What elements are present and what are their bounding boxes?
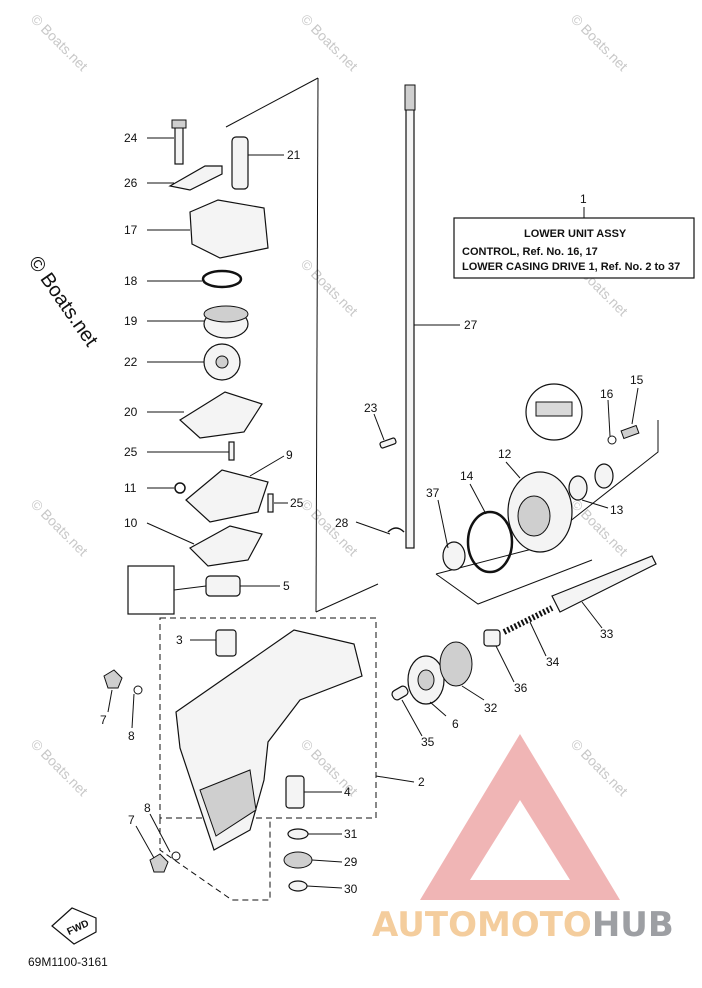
callout: 29 [344, 855, 358, 869]
callout: 18 [124, 274, 138, 288]
leader-lines [107, 137, 639, 889]
callout: 6 [452, 717, 459, 731]
callout: 19 [124, 314, 138, 328]
callout: 17 [124, 223, 138, 237]
watermark: © Boats.net [298, 496, 361, 559]
callout: 2 [418, 775, 425, 789]
driveshaft-group [225, 77, 460, 613]
callout: 20 [124, 405, 138, 419]
watermark: © Boats.net [28, 496, 91, 559]
assembly-info-box: 1 LOWER UNIT ASSY CONTROL, Ref. No. 16, … [453, 192, 695, 279]
callout: 23 [364, 401, 378, 415]
callout: 25 [124, 445, 138, 459]
watermark: © Boats.net [298, 11, 361, 74]
callout: 14 [460, 469, 474, 483]
assembly-line-2: LOWER CASING DRIVE 1, Ref. No. 2 to 37 [462, 261, 680, 273]
pump-parts [127, 119, 274, 657]
watermark: © Boats.net [28, 11, 91, 74]
callout: 10 [124, 516, 138, 530]
callout: 30 [344, 882, 358, 896]
fwd-arrow-icon: FWD [51, 907, 97, 945]
callout: 32 [484, 701, 498, 715]
callout: 9 [286, 448, 293, 462]
watermark: © Boats.net [568, 736, 631, 799]
logo-text-primary: AUTOMOTOHUB [372, 905, 674, 945]
callout: 36 [514, 681, 528, 695]
callout: 35 [421, 735, 435, 749]
assembly-line-1: CONTROL, Ref. No. 16, 17 [462, 246, 598, 258]
assembly-title: LOWER UNIT ASSY [524, 228, 627, 240]
callout-1: 1 [580, 192, 587, 206]
callouts: 24 21 26 17 18 19 22 20 25 9 11 25 10 5 … [100, 131, 644, 896]
callout: 25 [290, 496, 304, 510]
callout: 22 [124, 355, 138, 369]
callout: 11 [124, 481, 137, 495]
watermark: © Boats.net [298, 256, 361, 319]
callout: 8 [128, 729, 135, 743]
callout: 4 [344, 785, 351, 799]
callout: 31 [344, 827, 358, 841]
callout: 15 [630, 373, 644, 387]
callout: 12 [498, 447, 512, 461]
callout: 33 [600, 627, 614, 641]
logo-part2: HUB [592, 905, 674, 945]
watermark: © Boats.net [28, 736, 91, 799]
callout: 21 [287, 148, 301, 162]
callout: 37 [426, 486, 440, 500]
callout: 7 [128, 813, 135, 827]
callout: 7 [100, 713, 107, 727]
callout: 26 [124, 176, 138, 190]
automotohub-logo: AUTOMOTOHUB [372, 734, 674, 945]
callout: 5 [283, 579, 290, 593]
callout: 24 [124, 131, 138, 145]
callout: 13 [610, 503, 624, 517]
side-watermark: © Boats.net [24, 252, 102, 351]
callout: 16 [600, 387, 614, 401]
callout: 28 [335, 516, 349, 530]
callout: 3 [176, 633, 183, 647]
lower-casing [103, 617, 409, 901]
callout: 27 [464, 318, 478, 332]
logo-part1: AUTOMOTO [372, 905, 592, 945]
propshaft-group [379, 383, 659, 705]
watermark: © Boats.net [568, 11, 631, 74]
watermark: © Boats.net [298, 736, 361, 799]
drawing-code: 69M1100-3161 [28, 955, 108, 969]
callout: 34 [546, 655, 560, 669]
callout: 8 [144, 801, 151, 815]
